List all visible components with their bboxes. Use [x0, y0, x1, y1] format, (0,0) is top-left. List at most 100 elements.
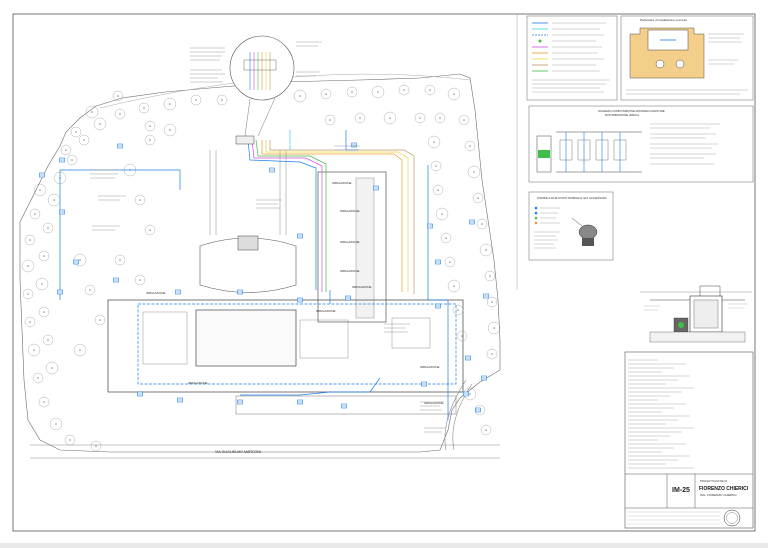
valve-marker-icon: [483, 293, 489, 299]
valve-marker-icon: [237, 289, 243, 295]
tree-trunk: [34, 213, 36, 215]
tree-symbol: [414, 112, 426, 124]
tree-symbol: [486, 348, 498, 360]
stair-core: [355, 177, 375, 319]
tree-symbol: [447, 279, 461, 293]
area-label: IRRIGAZIONE: [316, 309, 336, 313]
lot-boundary: [19, 73, 501, 453]
valve-marker-icon: [113, 277, 119, 283]
tree-trunk: [325, 93, 327, 95]
valve-marker-icon: [435, 259, 441, 265]
hall-roof: [195, 309, 297, 367]
tree-trunk: [139, 199, 141, 201]
tree-symbol: [114, 108, 126, 120]
pipe-ring-ground: [137, 303, 457, 385]
tree-trunk: [437, 189, 439, 191]
valve-marker-icon: [481, 375, 487, 381]
pipe-irrigation: [255, 139, 327, 292]
tree-trunk: [75, 131, 77, 133]
tree-trunk: [377, 91, 379, 93]
tree-trunk: [149, 229, 151, 231]
valve-marker-icon: [297, 297, 303, 303]
tree-symbol: [29, 208, 41, 220]
valve-marker-icon: [177, 397, 183, 403]
pump-icon: [578, 224, 598, 240]
site-plan: VIA GUGLIELMO MARCONI: [19, 35, 501, 459]
tree-symbol: [427, 135, 441, 149]
tree-trunk: [149, 125, 151, 127]
tree-symbol: [85, 105, 99, 119]
tree-trunk: [299, 95, 301, 97]
tree-symbol: [70, 126, 82, 138]
tree-trunk: [119, 113, 121, 115]
tree-trunk: [351, 91, 353, 93]
studio-line1: PROGETTAZIONE DI: [700, 479, 728, 483]
trees: [21, 84, 501, 452]
tree-trunk: [491, 301, 493, 303]
tree-symbol: [432, 184, 444, 196]
tree-symbol: [94, 314, 106, 326]
tree-symbol: [216, 94, 228, 106]
area-label: IRRIGAZIONE: [332, 181, 352, 185]
tree-symbol: [73, 343, 87, 357]
callout-leader: [244, 98, 251, 137]
area-label: IRRIGAZIONE: [188, 381, 208, 385]
valve-marker-icon: [269, 167, 275, 173]
tree-trunk: [477, 197, 479, 199]
tree-trunk: [469, 145, 471, 147]
tree-symbol: [293, 89, 307, 103]
building-block-tower: [317, 171, 387, 323]
tree-trunk: [481, 223, 483, 225]
valve-marker-icon: [341, 403, 347, 409]
tree-symbol: [22, 288, 34, 300]
tree-symbol: [114, 254, 126, 266]
tree-symbol: [486, 296, 498, 308]
tree-symbol: [435, 207, 449, 221]
tree-trunk: [433, 141, 435, 143]
title-block: IM-25 PROGETTAZIONE DI FIORENZO CHIERICI…: [624, 351, 754, 529]
tree-trunk: [485, 429, 487, 431]
tree-symbol: [472, 192, 484, 204]
tree-symbol: [320, 88, 332, 100]
tree-symbol: [371, 85, 385, 99]
tree-trunk: [469, 393, 471, 395]
meter-box: [235, 135, 255, 145]
tree-trunk: [91, 111, 93, 113]
tree-trunk: [445, 237, 447, 239]
tree-trunk: [429, 89, 431, 91]
valve-marker-icon: [39, 172, 45, 178]
tree-trunk: [449, 261, 451, 263]
tree-trunk: [41, 283, 43, 285]
studio-line3: ING. FIORENZO CHIERICI: [700, 493, 737, 497]
tree-symbol: [383, 111, 397, 125]
tree-trunk: [47, 227, 49, 229]
tree-symbol: [60, 144, 72, 156]
tree-trunk: [453, 285, 455, 287]
tree-symbol: [163, 97, 177, 111]
tree-trunk: [55, 423, 57, 425]
tree-trunk: [29, 239, 31, 241]
tree-trunk: [439, 117, 441, 119]
tree-trunk: [39, 189, 41, 191]
tree-symbol: [45, 361, 59, 375]
valve-marker-icon: [137, 391, 143, 397]
tree-symbol: [144, 224, 156, 236]
area-label: IRRIGAZIONE: [146, 291, 166, 295]
curved-ramp: [452, 383, 473, 451]
room-east: [391, 317, 431, 349]
section-drawing: [640, 285, 752, 343]
tree-symbol: [93, 117, 107, 131]
tree-symbol: [430, 160, 442, 172]
tree-trunk: [71, 159, 73, 161]
tree-trunk: [65, 149, 67, 151]
tree-trunk: [485, 249, 487, 251]
tree-trunk: [493, 327, 495, 329]
tree-symbol: [49, 417, 63, 431]
valve-marker-icon: [297, 233, 303, 239]
legend-panel: [526, 15, 618, 101]
valve-marker-icon: [297, 399, 303, 405]
tree-symbol: [484, 270, 496, 282]
stamp-seal: [723, 509, 741, 527]
tree-symbol: [447, 87, 461, 101]
tree-trunk: [389, 117, 391, 119]
